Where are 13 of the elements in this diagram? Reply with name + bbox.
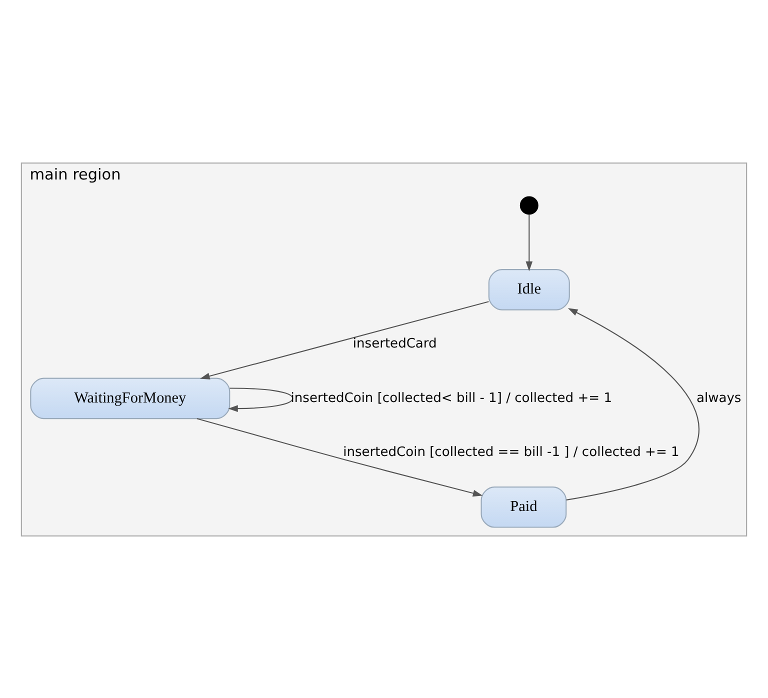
arrow [566, 308, 700, 500]
node-circle [520, 196, 538, 214]
edge-label: insertedCoin [collected< bill - 1] / collected += 1 [290, 390, 612, 406]
arrow [228, 387, 294, 412]
node-box: Paid [480, 486, 567, 528]
edge-label: always [696, 390, 742, 406]
edge-label: insertedCoin [collected == bill -1 ] / collected += 1 [343, 444, 680, 460]
node-box: WaitingForMoney [30, 377, 230, 419]
arrow [200, 300, 489, 379]
arrow [196, 418, 483, 496]
edge-label: insertedCard [352, 336, 437, 351]
node-box: Idle [488, 268, 570, 310]
arrow [526, 214, 533, 271]
